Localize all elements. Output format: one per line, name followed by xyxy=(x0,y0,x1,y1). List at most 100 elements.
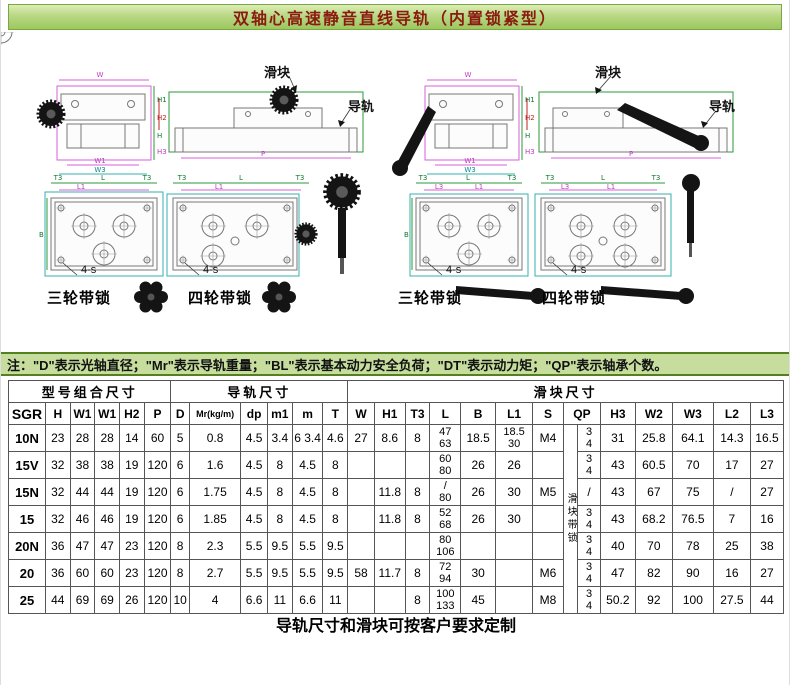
column-header: dp xyxy=(240,402,268,425)
spec-cell: 4.5 xyxy=(240,505,268,533)
spec-cell: 5.5 xyxy=(240,559,268,587)
spec-cell: 9.5 xyxy=(322,559,349,587)
lock-handle-knob xyxy=(323,173,361,211)
spec-cell xyxy=(532,451,564,479)
spec-cell: 6.6 xyxy=(291,586,324,614)
spec-cell: 8 xyxy=(404,478,431,506)
spec-cell: 43 xyxy=(599,451,636,479)
dim-label: H1 xyxy=(525,96,535,104)
spec-cell: 11.8 xyxy=(373,478,406,506)
spec-cell: 30 xyxy=(495,505,534,533)
column-header: B xyxy=(460,402,497,425)
spec-cell: 4.6 xyxy=(322,424,349,452)
spec-cell: 40 xyxy=(599,532,636,560)
table-group-header: 滑块尺寸 xyxy=(347,380,784,403)
spec-cell: 38 xyxy=(749,532,785,560)
spec-cell: 16.5 xyxy=(749,424,785,452)
table-group-row: 型号组合尺寸导轨尺寸滑块尺寸 xyxy=(7,380,784,403)
dim-label: W3 xyxy=(464,166,475,174)
spec-cell: 19 xyxy=(118,451,145,479)
spec-cell: 8 xyxy=(266,478,293,506)
spec-cell: 5.5 xyxy=(291,532,324,560)
spec-cell: 17 xyxy=(712,451,751,479)
column-header: L xyxy=(429,402,462,425)
spec-cell: 10 xyxy=(170,586,190,614)
caption-four-wheel-lock: 四轮带锁 xyxy=(542,290,607,307)
spec-cell: 18.5 xyxy=(460,424,497,452)
spec-cell: 25.8 xyxy=(634,424,673,452)
hole-spec-label: 4-s xyxy=(203,264,219,276)
spec-cell: 92 xyxy=(634,586,673,614)
spec-cell: 32 xyxy=(44,478,71,506)
lock-handle xyxy=(682,174,700,192)
spec-cell: 3.4 xyxy=(266,424,293,452)
spec-cell xyxy=(532,505,564,533)
table-group-header: 导轨尺寸 xyxy=(170,380,349,403)
column-header: W1 xyxy=(69,402,96,425)
spec-cell: M5 xyxy=(532,478,564,506)
column-header: m1 xyxy=(266,402,293,425)
spec-cell: 47 xyxy=(94,532,120,560)
spec-cell: 6 3.4 xyxy=(291,424,324,452)
spec-cell: 27 xyxy=(749,451,785,479)
column-header: m xyxy=(291,402,324,425)
spec-cell: 44 xyxy=(94,478,120,506)
legend-note: 注："D"表示光轴直径；"Mr"表示导轨重量；"BL"表示基本动力安全负荷；"D… xyxy=(1,352,789,376)
dim-label: H2 xyxy=(525,114,535,122)
lock-lever xyxy=(601,286,681,300)
spec-cell: /80 xyxy=(429,478,462,506)
spec-cell: 25 xyxy=(8,586,46,614)
column-header: W2 xyxy=(634,402,673,425)
spec-cell: 8 xyxy=(170,559,190,587)
rail-callout: 导轨 xyxy=(709,99,736,114)
slider-callout: 滑块 xyxy=(264,65,291,80)
dim-label: B xyxy=(39,231,44,239)
column-header: H3 xyxy=(599,402,636,425)
spec-cell: 23 xyxy=(118,559,145,587)
dim-label: W1 xyxy=(464,157,475,165)
spec-cell: 6 xyxy=(170,505,190,533)
lock-lever xyxy=(617,103,701,148)
dim-label: T3 xyxy=(295,174,305,182)
column-header: QP xyxy=(562,402,601,425)
spec-cell xyxy=(347,451,375,479)
spec-cell: 4.5 xyxy=(240,478,268,506)
spec-cell: 0.8 xyxy=(188,424,242,452)
dim-label: H2 xyxy=(157,114,167,122)
dim-label: T3 xyxy=(651,174,661,182)
spec-cell: 30 xyxy=(495,478,534,506)
spec-cell: 8 xyxy=(266,505,293,533)
dim-label: L3 xyxy=(561,183,569,191)
spec-cell: 4.5 xyxy=(291,451,324,479)
spec-cell: 120 xyxy=(143,505,172,533)
spec-cell: M6 xyxy=(532,559,564,587)
spec-cell: 9.5 xyxy=(322,532,349,560)
dim-label: W3 xyxy=(94,166,105,174)
column-header: H2 xyxy=(118,402,145,425)
spec-cell: 8 xyxy=(322,505,349,533)
drawings-svg: W H1 H2 H H3 W1 W3 xyxy=(1,18,734,313)
lock-lever xyxy=(397,106,436,170)
spec-cell: 10N xyxy=(8,424,46,452)
spec-cell: 43 xyxy=(599,478,636,506)
spec-cell: 100 xyxy=(671,586,714,614)
spec-cell xyxy=(373,451,406,479)
column-header: D xyxy=(170,402,190,425)
spec-cell: 69 xyxy=(94,586,120,614)
spec-cell: 4 xyxy=(188,586,242,614)
column-header: H xyxy=(44,402,71,425)
hole-spec-label: 4-s xyxy=(571,264,587,276)
footer-note: 导轨尺寸和滑块可按客户要求定制 xyxy=(275,618,516,635)
spec-cell: 90 xyxy=(671,559,714,587)
dim-label: L1 xyxy=(77,183,85,191)
spec-cell: 8 xyxy=(322,451,349,479)
spec-cell xyxy=(404,532,431,560)
spec-cell: M4 xyxy=(532,424,564,452)
spec-cell: 28 xyxy=(94,424,120,452)
spec-cell xyxy=(495,532,534,560)
lock-knob xyxy=(262,281,296,313)
lock-lever xyxy=(456,286,533,300)
